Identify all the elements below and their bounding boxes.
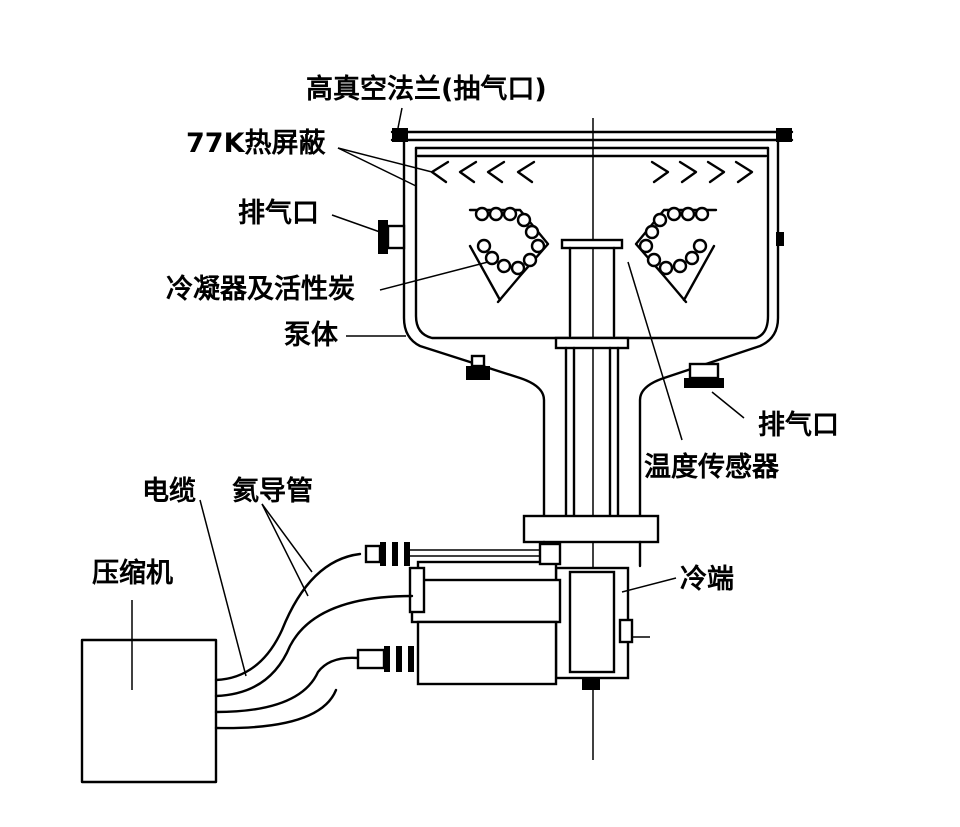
condenser-right bbox=[634, 206, 718, 304]
cold-column bbox=[554, 238, 630, 518]
high-vacuum-flange bbox=[390, 128, 794, 142]
hoses bbox=[214, 552, 414, 730]
leader-lines bbox=[199, 107, 745, 677]
cold-head-flange bbox=[522, 514, 660, 568]
label-compressor: 压缩机 bbox=[92, 557, 173, 589]
label-cold-head: 冷端 bbox=[680, 564, 734, 595]
label-exhaust-right: 排气口 bbox=[758, 410, 839, 441]
label-cable: 电缆 bbox=[142, 476, 196, 507]
condenser-left bbox=[468, 206, 550, 304]
exhaust-port-left bbox=[378, 220, 406, 254]
label-flange: 高真空法兰(抽气口) bbox=[306, 73, 547, 105]
label-pump-body: 泵体 bbox=[284, 320, 339, 351]
bottom-bosses bbox=[466, 354, 724, 388]
compressor-box bbox=[80, 600, 218, 784]
cold-head bbox=[408, 542, 634, 690]
label-shield: 77K热屏蔽 bbox=[186, 128, 326, 159]
label-condenser: 冷凝器及活性炭 bbox=[166, 274, 355, 305]
cold-head-connectors bbox=[356, 542, 540, 672]
chevron-baffles bbox=[430, 160, 754, 184]
label-helium-line: 氦导管 bbox=[232, 476, 313, 507]
pump-body-outer bbox=[402, 138, 780, 522]
label-temp-sensor: 温度传感器 bbox=[644, 451, 780, 483]
label-exhaust-left: 排气口 bbox=[238, 198, 319, 229]
